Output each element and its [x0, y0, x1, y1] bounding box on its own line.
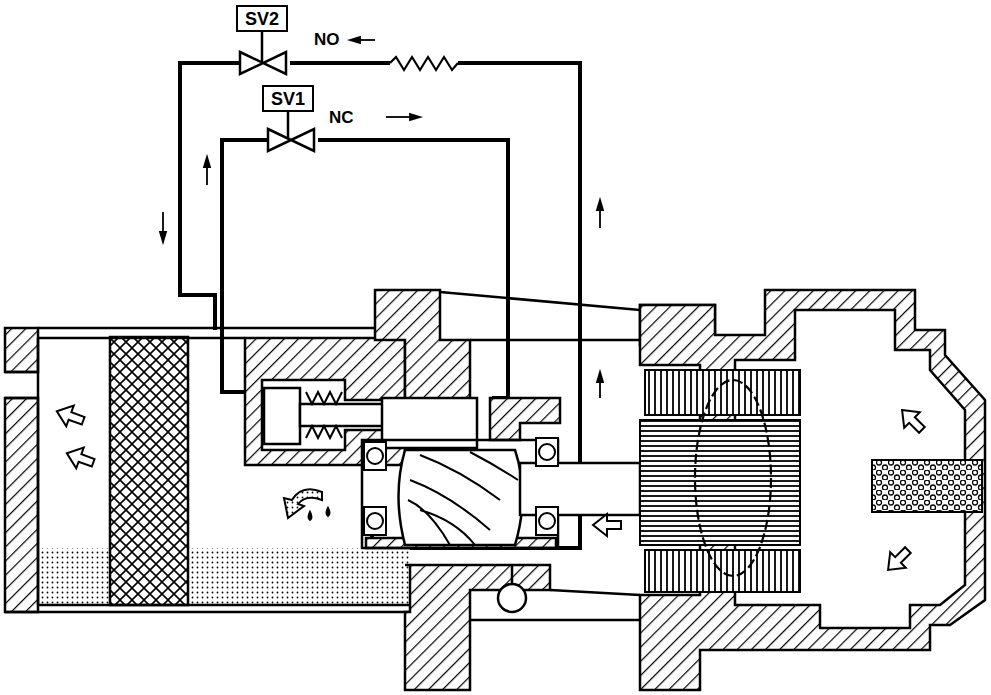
screw-rotor [362, 440, 640, 548]
solenoid-valve-symbol [240, 31, 314, 151]
motor-stator [645, 550, 800, 592]
resistor-symbol [390, 57, 458, 70]
separator-tank [5, 398, 38, 612]
valve-label-box: SV2 [236, 5, 288, 32]
screw-rotor [408, 452, 518, 545]
bearing-symbol [364, 442, 386, 470]
motor-stator [640, 420, 800, 545]
compressor-housing [550, 590, 640, 595]
bearing-symbol [367, 448, 383, 464]
screw-rotor [399, 450, 523, 545]
float-valve [511, 566, 514, 585]
solenoid-valve-symbol [240, 52, 286, 74]
oil-return-arrow [284, 489, 322, 518]
flow-arrows [599, 208, 601, 228]
flow-arrows [597, 200, 603, 210]
slide-valve-assembly [264, 388, 300, 444]
solenoid-valve-symbol [268, 129, 314, 151]
compressor-housing [470, 339, 640, 342]
compressor-housing [440, 292, 640, 310]
solenoid-valve-symbol [287, 112, 290, 140]
separator-tank [5, 397, 38, 400]
separator-tank [110, 337, 188, 605]
air-flow-arrows [894, 402, 929, 437]
air-flow-arrows [593, 514, 621, 536]
flow-arrows [206, 165, 208, 185]
separator-tank [5, 371, 38, 374]
flow-arrows [160, 232, 166, 242]
float-valve [498, 584, 526, 612]
flow-arrows [162, 212, 164, 234]
separator-tank [5, 611, 410, 614]
valve-state-label: NO [313, 31, 341, 48]
flow-arrows [350, 37, 360, 43]
flow-arrows [597, 372, 603, 382]
slide-valve-assembly [306, 392, 342, 404]
motor-stator [645, 370, 800, 415]
compressor-housing [470, 619, 640, 622]
valve-label: SV2 [245, 10, 279, 28]
air-flow-arrows [880, 542, 915, 577]
compressor-housing [405, 565, 550, 690]
motor-stator [695, 380, 771, 576]
slide-valve-assembly [306, 426, 342, 438]
separator-tank [5, 328, 410, 612]
separator-tank [38, 548, 410, 605]
pipe-lines [180, 63, 240, 330]
bearing-symbol [539, 444, 555, 460]
float-valve [498, 566, 526, 612]
compressor-housing [640, 290, 985, 690]
air-flow-arrows [53, 401, 930, 578]
motor-stator [640, 370, 800, 592]
pipe-lines [290, 61, 390, 65]
flow-arrows [386, 116, 412, 118]
air-flow-arrows [63, 443, 97, 473]
flow-arrows [410, 114, 420, 120]
bearing-symbol [536, 438, 558, 466]
compressor-housing [375, 290, 470, 400]
bearing-symbol [364, 438, 558, 535]
valve-label: SV1 [271, 90, 305, 108]
flow-arrows [204, 157, 210, 167]
oil-return-arrow [309, 508, 330, 520]
separator-tank [38, 337, 245, 340]
slide-valve-assembly [300, 404, 385, 426]
bearing-symbol [367, 513, 383, 529]
separator-tank [38, 327, 410, 330]
inlet-filter [872, 460, 982, 512]
inlet-filter [872, 460, 982, 512]
solenoid-valve-symbol [261, 31, 264, 63]
valve-state-label: NC [328, 109, 355, 126]
bearing-symbol [536, 507, 558, 535]
compressor-housing [490, 398, 560, 440]
air-flow-arrows [53, 401, 87, 431]
separator-tank [38, 604, 410, 607]
separator-tank [5, 328, 38, 372]
valve-label-box: SV1 [262, 85, 314, 112]
bearing-symbol [539, 513, 555, 529]
compressor-housing [245, 290, 985, 690]
oil-return-arrow [284, 489, 330, 520]
bearing-symbol [364, 507, 386, 535]
resistor-symbol [390, 57, 458, 70]
separator-tank [37, 338, 40, 605]
